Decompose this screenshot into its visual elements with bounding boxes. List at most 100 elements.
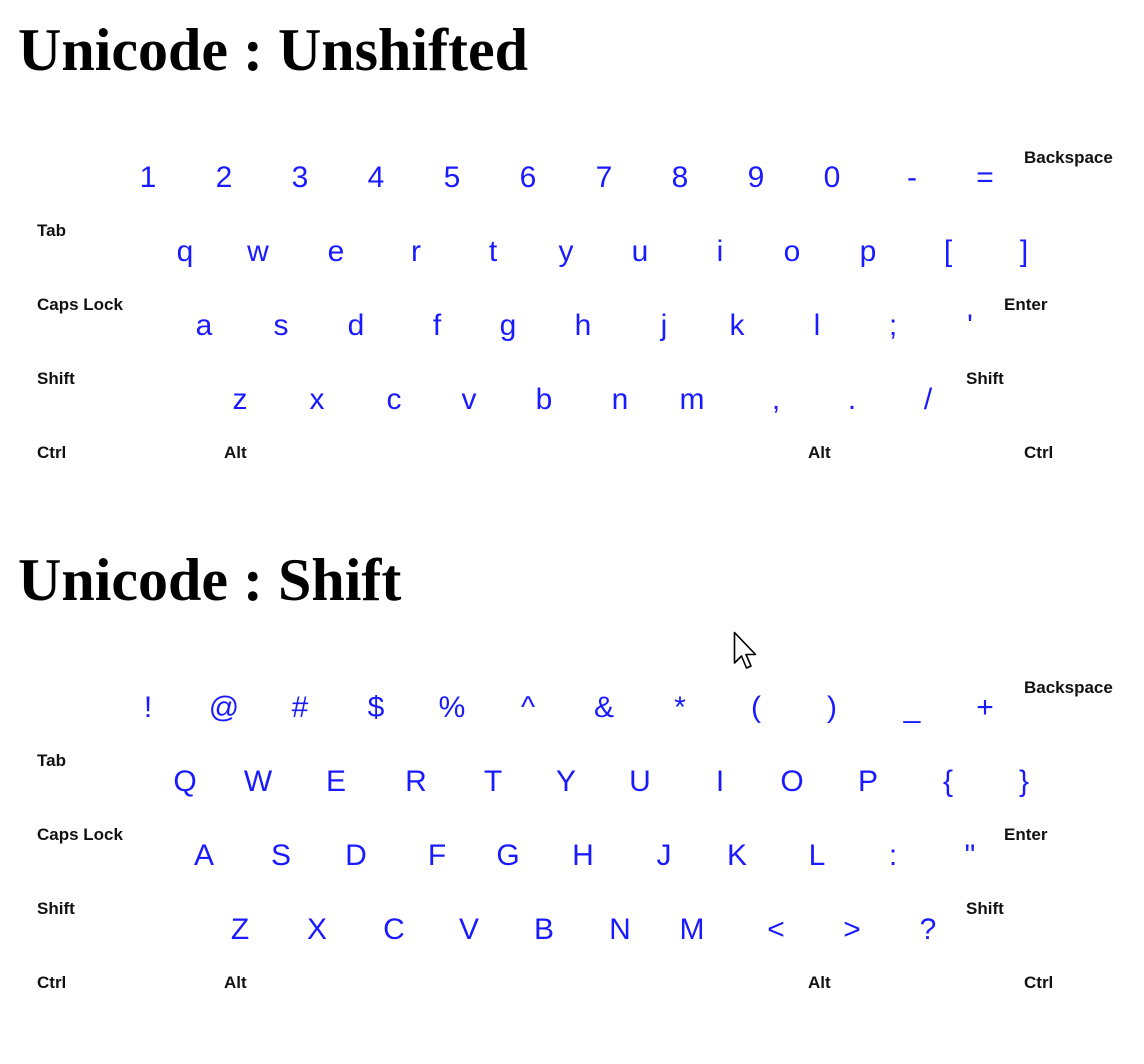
key-r3-k7[interactable]: , [771,383,781,416]
key-r3-k9[interactable]: ? [919,913,937,946]
key-r0-k9[interactable]: ) [827,691,837,724]
key-r0-k11[interactable]: + [976,691,994,724]
left-alt-key[interactable]: Alt [224,443,247,462]
key-r1-k11[interactable]: ] [1019,235,1029,268]
key-r1-k2[interactable]: E [325,765,346,798]
key-r1-k6[interactable]: U [629,765,651,798]
key-r0-k8[interactable]: ( [751,691,761,724]
key-r1-k11[interactable]: } [1018,765,1030,798]
key-r3-k1[interactable]: X [306,913,327,946]
key-r1-k8[interactable]: O [780,765,804,798]
key-r0-k3[interactable]: 4 [367,161,385,194]
key-r2-k2[interactable]: D [345,839,367,872]
backspace-key[interactable]: Backspace [1024,678,1113,697]
caps-lock-key[interactable]: Caps Lock [37,295,123,314]
key-r2-k9[interactable]: ; [888,309,898,342]
key-r2-k2[interactable]: d [347,309,365,342]
key-r1-k6[interactable]: u [631,235,649,268]
key-r3-k4[interactable]: b [535,383,553,416]
key-r2-k10[interactable]: ' [967,309,973,342]
right-ctrl-key[interactable]: Ctrl [1024,443,1054,462]
key-r1-k10[interactable]: { [942,765,954,798]
key-r1-k3[interactable]: r [411,235,421,268]
key-r0-k10[interactable]: _ [903,691,921,724]
key-r0-k1[interactable]: @ [208,691,240,724]
key-r1-k4[interactable]: T [483,765,503,798]
left-shift-key[interactable]: Shift [37,899,75,918]
key-r2-k4[interactable]: g [499,309,517,342]
key-r1-k1[interactable]: W [243,765,273,798]
enter-key[interactable]: Enter [1004,295,1048,314]
key-r0-k0[interactable]: ! [143,691,153,724]
key-r3-k4[interactable]: B [533,913,554,946]
key-r1-k9[interactable]: P [857,765,878,798]
key-r0-k0[interactable]: 1 [139,161,157,194]
key-r1-k7[interactable]: i [716,235,724,268]
key-r0-k6[interactable]: & [593,691,614,724]
tab-key[interactable]: Tab [37,751,66,770]
key-r2-k6[interactable]: J [656,839,672,872]
key-r2-k3[interactable]: f [432,309,442,342]
key-r1-k3[interactable]: R [405,765,427,798]
key-r0-k5[interactable]: 6 [519,161,537,194]
key-r0-k7[interactable]: * [674,691,686,724]
key-r0-k2[interactable]: 3 [291,161,309,194]
key-r0-k4[interactable]: 5 [443,161,461,194]
key-r3-k2[interactable]: c [386,383,402,416]
key-r2-k6[interactable]: j [660,309,668,342]
key-r1-k5[interactable]: Y [555,765,576,798]
key-r3-k5[interactable]: N [609,913,631,946]
key-r0-k4[interactable]: % [438,691,466,724]
key-r1-k0[interactable]: q [176,235,194,268]
key-r2-k5[interactable]: h [574,309,592,342]
caps-lock-key[interactable]: Caps Lock [37,825,123,844]
tab-key[interactable]: Tab [37,221,66,240]
right-shift-key[interactable]: Shift [966,899,1004,918]
key-r0-k8[interactable]: 9 [747,161,765,194]
key-r2-k10[interactable]: " [964,839,976,872]
left-shift-key[interactable]: Shift [37,369,75,388]
key-r0-k6[interactable]: 7 [595,161,613,194]
left-alt-key[interactable]: Alt [224,973,247,992]
key-r3-k0[interactable]: Z [230,913,250,946]
key-r2-k1[interactable]: S [270,839,291,872]
key-r2-k0[interactable]: A [193,839,214,872]
right-alt-key[interactable]: Alt [808,973,831,992]
right-ctrl-key[interactable]: Ctrl [1024,973,1054,992]
key-r1-k2[interactable]: e [327,235,345,268]
key-r0-k3[interactable]: $ [367,691,385,724]
key-r2-k0[interactable]: a [195,309,213,342]
key-r1-k9[interactable]: p [859,235,877,268]
enter-key[interactable]: Enter [1004,825,1048,844]
key-r3-k0[interactable]: z [232,383,248,416]
key-r2-k8[interactable]: L [808,839,826,872]
key-r1-k0[interactable]: Q [173,765,197,798]
key-r3-k7[interactable]: < [767,913,785,946]
key-r2-k4[interactable]: G [496,839,520,872]
key-r2-k7[interactable]: K [726,839,747,872]
key-r1-k10[interactable]: [ [943,235,953,268]
key-r0-k5[interactable]: ^ [520,691,536,724]
key-r2-k5[interactable]: H [572,839,594,872]
key-r2-k3[interactable]: F [427,839,447,872]
key-r2-k7[interactable]: k [729,309,745,342]
key-r2-k8[interactable]: l [813,309,821,342]
key-r3-k8[interactable]: > [843,913,861,946]
right-shift-key[interactable]: Shift [966,369,1004,388]
key-r2-k9[interactable]: : [888,839,898,872]
key-r3-k6[interactable]: m [679,383,705,416]
key-r3-k3[interactable]: V [458,913,479,946]
key-r1-k7[interactable]: I [715,765,725,798]
key-r0-k9[interactable]: 0 [823,161,841,194]
key-r3-k2[interactable]: C [383,913,405,946]
key-r3-k1[interactable]: x [309,383,325,416]
key-r1-k8[interactable]: o [783,235,801,268]
key-r3-k6[interactable]: M [679,913,705,946]
key-r0-k10[interactable]: - [907,161,917,194]
key-r3-k9[interactable]: / [923,383,933,416]
key-r0-k1[interactable]: 2 [215,161,233,194]
key-r0-k11[interactable]: = [976,161,994,194]
key-r0-k7[interactable]: 8 [671,161,689,194]
backspace-key[interactable]: Backspace [1024,148,1113,167]
key-r3-k8[interactable]: . [847,383,857,416]
